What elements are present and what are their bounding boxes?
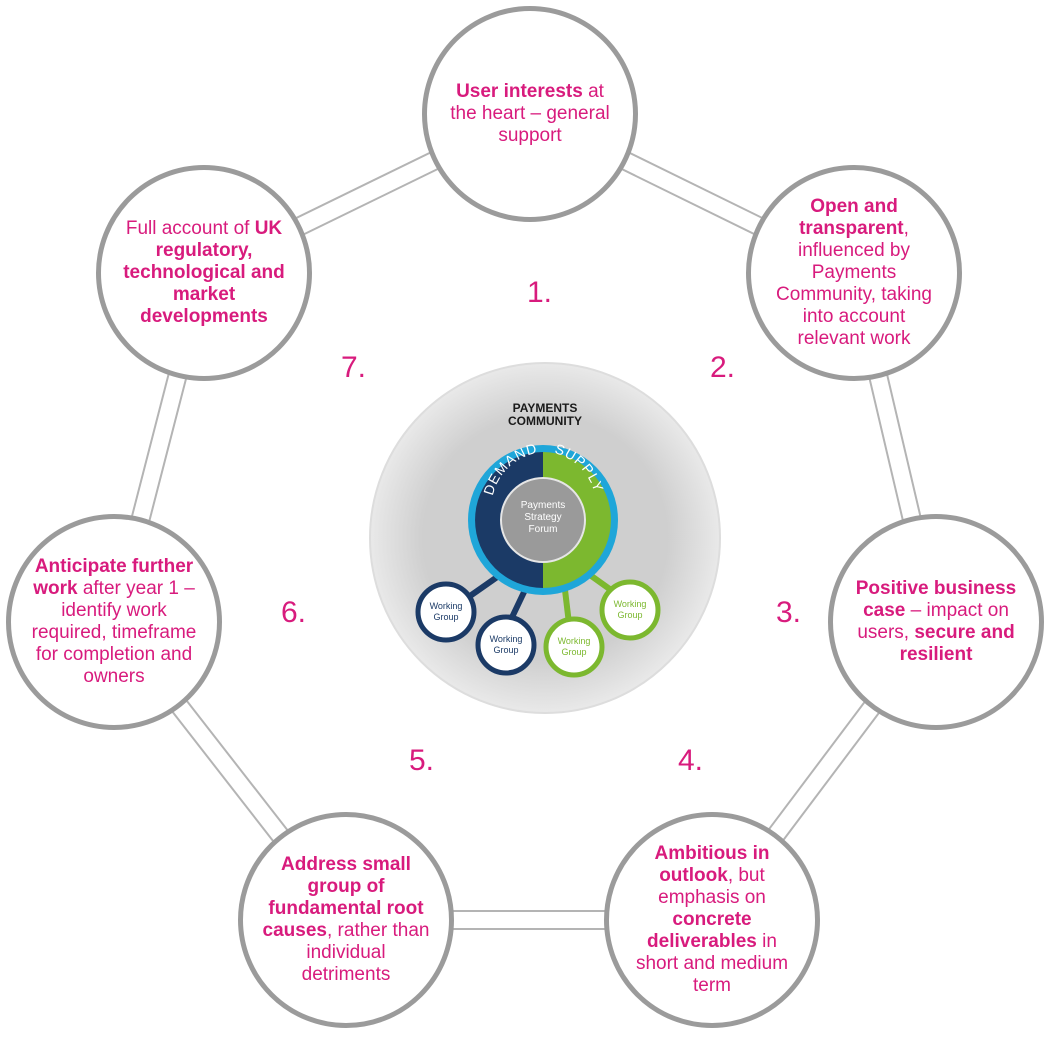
- step-number-2: 2.: [710, 351, 736, 384]
- working-group-supply-2: Working Group: [599, 579, 661, 641]
- hub-title: PAYMENTS COMMUNITY: [470, 402, 620, 428]
- principle-1-segment: User interests: [456, 81, 583, 102]
- principle-text-1: User interests at the heart – general su…: [445, 81, 615, 147]
- working-group-demand-1: Working Group: [415, 581, 477, 643]
- principle-text-3: Positive business case – impact on users…: [851, 578, 1021, 666]
- working-group-demand-2: Working Group: [475, 614, 537, 676]
- wg-line-2: Group: [493, 645, 518, 655]
- core-line-3: Forum: [529, 524, 558, 535]
- principle-5-segment: , rather than individual detriments: [301, 920, 430, 985]
- hub-title-line-1: PAYMENTS: [512, 401, 578, 415]
- wg-line-1: Working: [614, 599, 647, 609]
- wg-line-1: Working: [430, 601, 463, 611]
- working-group-supply-1: Working Group: [543, 616, 605, 678]
- principle-node-1: User interests at the heart – general su…: [422, 6, 638, 222]
- principle-text-2: Open and transparent, influenced by Paym…: [769, 196, 939, 350]
- principle-6-segment: after year 1 – identify work required, t…: [31, 578, 197, 687]
- principle-node-6: Anticipate further work after year 1 – i…: [6, 514, 222, 730]
- step-number-6: 6.: [281, 596, 307, 629]
- forum-core: [500, 477, 586, 563]
- wg-line-1: Working: [490, 634, 523, 644]
- principle-4-segment: , but emphasis on: [658, 865, 766, 908]
- step-number-4: 4.: [678, 744, 704, 777]
- principle-text-6: Anticipate further work after year 1 – i…: [29, 556, 199, 688]
- core-line-2: Strategy: [524, 512, 561, 523]
- principle-4-segment: Ambitious in outlook: [654, 843, 770, 886]
- wg-line-1: Working: [558, 636, 591, 646]
- principle-4-segment: concrete deliverables: [647, 909, 757, 952]
- principle-4-segment: in short and medium term: [635, 931, 789, 996]
- principle-7-segment: Full account of: [125, 218, 255, 239]
- principle-text-4: Ambitious in outlook, but emphasis on co…: [627, 843, 797, 997]
- principle-3-segment: – impact on users,: [857, 600, 1009, 643]
- hub-title-line-2: COMMUNITY: [508, 414, 582, 428]
- principle-5-segment: Address small group of fundamental root …: [262, 854, 424, 941]
- principle-node-4: Ambitious in outlook, but emphasis on co…: [604, 812, 820, 1028]
- step-number-7: 7.: [341, 351, 367, 384]
- step-number-3: 3.: [776, 596, 802, 629]
- principle-node-7: Full account of UK regulatory, technolog…: [96, 165, 312, 381]
- principle-text-7: Full account of UK regulatory, technolog…: [119, 218, 289, 328]
- principle-3-segment: secure and resilient: [899, 622, 1015, 665]
- principle-6-segment: Anticipate further work: [33, 556, 194, 599]
- principle-1-segment: at the heart – general support: [450, 81, 610, 146]
- step-number-1: 1.: [527, 276, 553, 309]
- principle-node-2: Open and transparent, influenced by Paym…: [746, 165, 962, 381]
- principle-2-segment: , influenced by Payments Community, taki…: [776, 218, 932, 349]
- wg-line-2: Group: [433, 612, 458, 622]
- core-line-1: Payments: [521, 500, 565, 511]
- wg-line-2: Group: [561, 647, 586, 657]
- principle-text-5: Address small group of fundamental root …: [261, 854, 431, 986]
- wg-line-2: Group: [617, 610, 642, 620]
- principle-3-segment: Positive business case: [855, 578, 1017, 621]
- step-number-5: 5.: [409, 744, 435, 777]
- principle-7-segment: UK regulatory, technological and market …: [123, 218, 285, 327]
- principle-node-5: Address small group of fundamental root …: [238, 812, 454, 1028]
- principle-node-3: Positive business case – impact on users…: [828, 514, 1044, 730]
- principle-2-segment: Open and transparent: [799, 196, 904, 239]
